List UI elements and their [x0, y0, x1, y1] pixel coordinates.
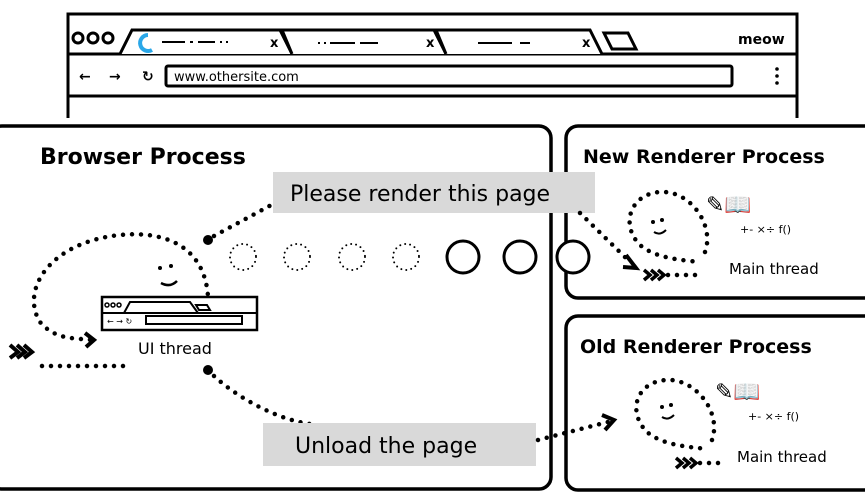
arrow-head-icon [622, 253, 641, 271]
old-renderer-title: Old Renderer Process [580, 336, 812, 358]
pending-message-circle [392, 243, 420, 271]
tab-2[interactable]: x [279, 28, 448, 55]
unload-message-box [263, 423, 536, 466]
eye-icon [158, 266, 162, 270]
close-tab-icon[interactable]: x [426, 36, 435, 51]
ipc-pipe [229, 239, 591, 275]
chevrons-icon [642, 268, 667, 282]
new-main-thread: ✎📖 +- ×÷ f() Main thread [627, 189, 819, 282]
new-tab-button[interactable] [601, 31, 639, 51]
mini-browser-icon: ← → ↻ [100, 295, 259, 332]
tab-1[interactable]: x [118, 28, 294, 55]
ui-thread: ← → ↻ UI thread [8, 232, 259, 369]
render-message-box [273, 172, 595, 213]
old-renderer-box [564, 314, 865, 492]
reload-icon[interactable]: ↻ [142, 69, 154, 85]
render-message-label: Please render this page [290, 182, 550, 207]
message-start-dot [203, 235, 213, 245]
smile-icon [160, 280, 178, 287]
smile-icon [653, 229, 667, 235]
ui-thread-label: UI thread [138, 339, 212, 358]
old-main-thread-label: Main thread [737, 448, 827, 466]
smile-icon [661, 414, 675, 420]
chevrons-icon [674, 456, 699, 470]
message-start-dot [203, 365, 213, 375]
sent-message-circle [502, 239, 538, 275]
window-title: meow [738, 32, 785, 48]
menu-icon[interactable] [775, 67, 779, 85]
new-renderer-title: New Renderer Process [583, 146, 825, 168]
address-text: www.othersite.com [174, 70, 299, 85]
pending-message-circle [229, 243, 257, 271]
address-bar[interactable] [164, 64, 734, 88]
svg-text:← → ↻: ← → ↻ [107, 317, 132, 326]
close-tab-icon[interactable]: x [582, 36, 591, 51]
pending-message-circle [283, 243, 311, 271]
tools-books-icon: ✎📖 [706, 193, 752, 218]
sent-message-circle [555, 239, 591, 275]
tab-3[interactable]: x [433, 28, 604, 55]
sent-message-circle [445, 239, 481, 275]
pending-message-circle [338, 243, 366, 271]
unload-message-label: Unload the page [295, 434, 477, 459]
new-main-thread-label: Main thread [729, 260, 819, 278]
arrow-head-icon [601, 413, 618, 432]
browser-window: x x x meow ← → ↻ www.othersite.com [66, 12, 799, 118]
browser-process-box [0, 124, 553, 491]
window-controls-icon[interactable] [71, 31, 115, 45]
chevrons-icon [8, 343, 36, 360]
loading-spinner-icon [138, 33, 153, 53]
browser-process-title: Browser Process [40, 145, 246, 170]
tools-books-icon: ✎📖 [715, 380, 761, 405]
arrow-head-icon [83, 331, 98, 349]
svg-text:+- ×÷ f(): +- ×÷ f() [740, 223, 791, 236]
svg-text:+- ×÷ f(): +- ×÷ f() [748, 410, 799, 423]
back-icon[interactable]: ← [79, 69, 91, 85]
forward-icon[interactable]: → [109, 69, 121, 85]
old-main-thread: ✎📖 +- ×÷ f() Main thread [634, 377, 827, 470]
close-tab-icon[interactable]: x [270, 36, 279, 51]
